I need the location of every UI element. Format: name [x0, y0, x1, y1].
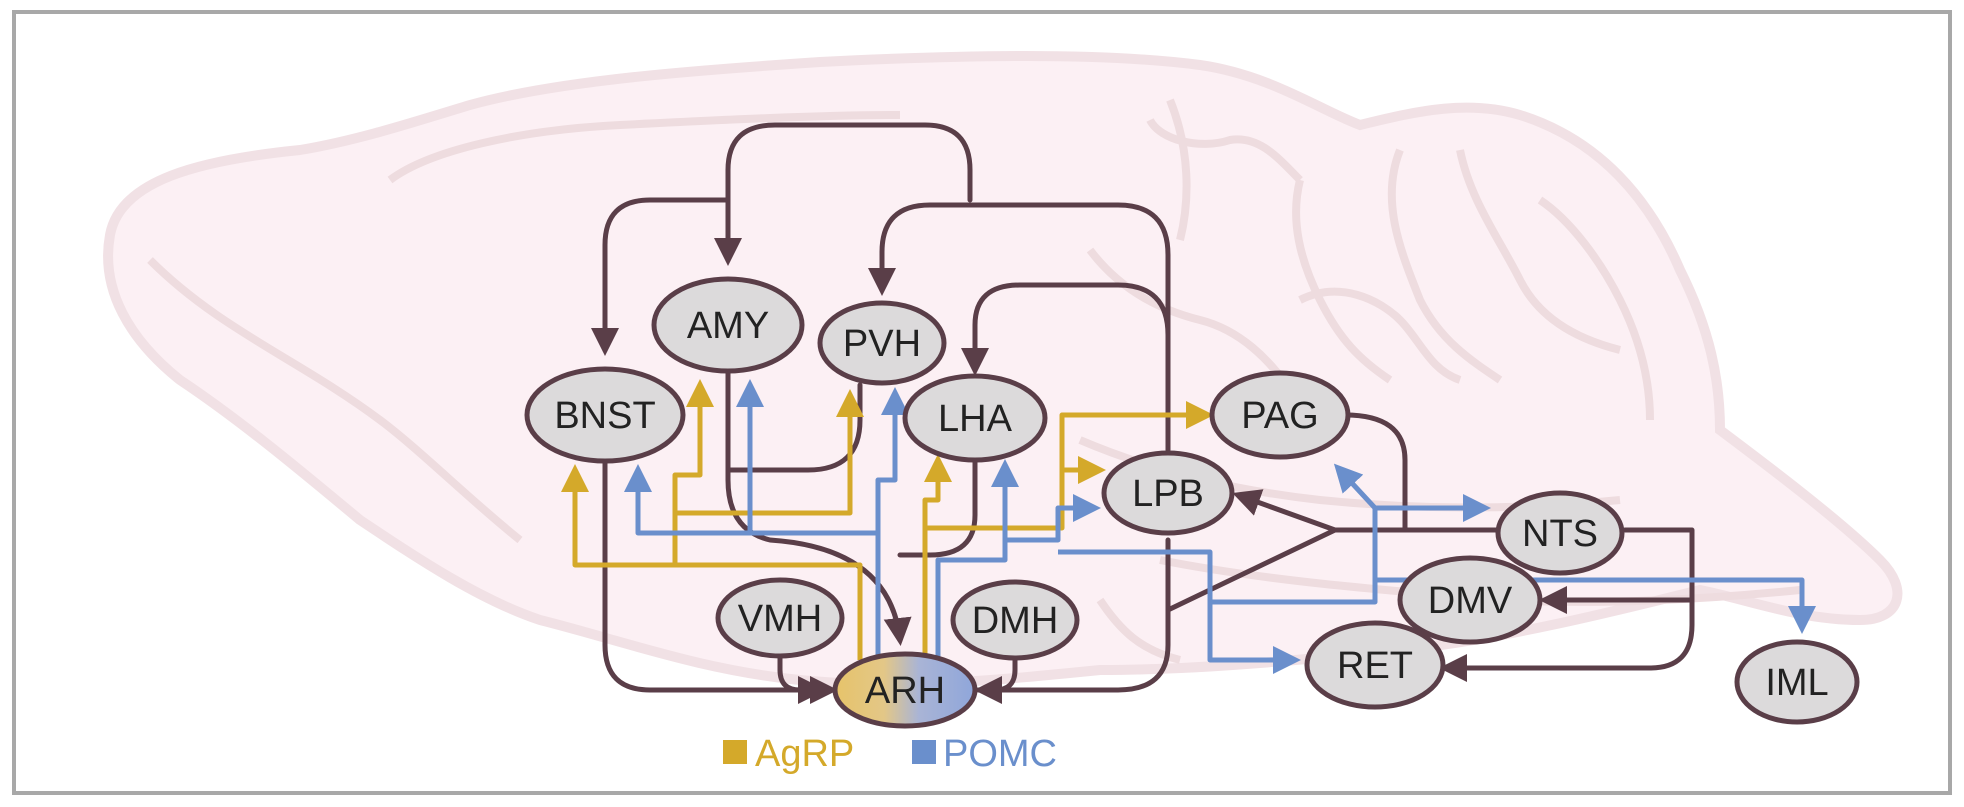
- agrp-to-lpb: [925, 456, 1106, 531]
- pomc-to-nts: [1210, 494, 1491, 605]
- node-lpb: LPB: [1101, 450, 1235, 536]
- pomc-to-pvh: [875, 387, 909, 533]
- path-right-loop-to-pvh: [868, 202, 1171, 453]
- path-nts-to-dmv: [1539, 527, 1695, 614]
- pomc-to-bnst: [624, 464, 881, 660]
- path-lha-down: [897, 457, 978, 558]
- path-dmh-to-arh: [975, 652, 1018, 693]
- neural-pathways: [591, 122, 1695, 704]
- path-nts-to-ret: [1439, 597, 1695, 682]
- node-amy-label: AMY: [687, 305, 769, 347]
- legend: AgRP POMC: [723, 733, 1057, 775]
- node-nts-label: NTS: [1522, 513, 1598, 555]
- path-right-bottom-to-arh: [974, 537, 1171, 704]
- pomc-to-lha: [935, 459, 1019, 660]
- node-iml: IML: [1734, 639, 1860, 725]
- path-bnst-to-arh: [602, 457, 826, 704]
- pomc-to-lpb: [1005, 494, 1101, 543]
- agrp-to-amy: [672, 379, 714, 565]
- node-arh-label: ARH: [865, 670, 945, 712]
- legend-agrp-label: AgRP: [755, 733, 854, 775]
- path-amy-to-arh: [725, 437, 912, 646]
- pomc-swatch-icon: [912, 740, 936, 764]
- node-pvh-label: PVH: [843, 323, 921, 365]
- agrp-swatch-icon: [723, 740, 747, 764]
- node-pag: PAG: [1209, 370, 1351, 460]
- node-arh: ARH: [832, 651, 978, 729]
- node-nts: NTS: [1495, 490, 1625, 576]
- node-ret-label: RET: [1337, 645, 1413, 687]
- path-top-loop-to-amy: [714, 122, 973, 266]
- node-dmv: DMV: [1397, 555, 1543, 645]
- node-vmh: VMH: [715, 577, 845, 659]
- node-pag-label: PAG: [1241, 395, 1318, 437]
- node-ret: RET: [1304, 620, 1446, 710]
- agrp-to-lha: [922, 454, 952, 665]
- node-bnst-label: BNST: [554, 395, 655, 437]
- node-lpb-label: LPB: [1132, 473, 1204, 515]
- node-amy: AMY: [651, 276, 805, 374]
- agrp-to-bnst: [561, 464, 863, 660]
- node-dmh: DMH: [950, 579, 1080, 661]
- path-amy-loop-to-bnst: [591, 197, 731, 356]
- node-pvh: PVH: [817, 300, 947, 386]
- legend-pomc-label: POMC: [943, 733, 1057, 775]
- agrp-to-pag: [1059, 401, 1214, 470]
- node-dmv-label: DMV: [1428, 580, 1513, 622]
- path-vmh-to-arh: [777, 647, 838, 704]
- path-pvh-to-amy-return: [725, 367, 863, 473]
- node-dmh-label: DMH: [972, 600, 1059, 642]
- path-pag-to-nts: [1342, 412, 1408, 533]
- pomc-pathways: [624, 379, 1816, 674]
- node-iml-label: IML: [1765, 662, 1828, 704]
- path-lha-loop: [961, 282, 1171, 376]
- pomc-to-ret: [1058, 549, 1301, 674]
- node-lha-label: LHA: [938, 398, 1013, 440]
- node-lha: LHA: [902, 373, 1048, 463]
- figure-frame: [12, 10, 1952, 795]
- agrp-to-pvh: [675, 389, 864, 516]
- node-bnst: BNST: [524, 366, 686, 464]
- node-vmh-label: VMH: [738, 598, 822, 640]
- agrp-pathways: [561, 379, 1214, 665]
- pomc-to-pag: [1333, 463, 1377, 510]
- path-nts-to-lpb: [1232, 489, 1338, 533]
